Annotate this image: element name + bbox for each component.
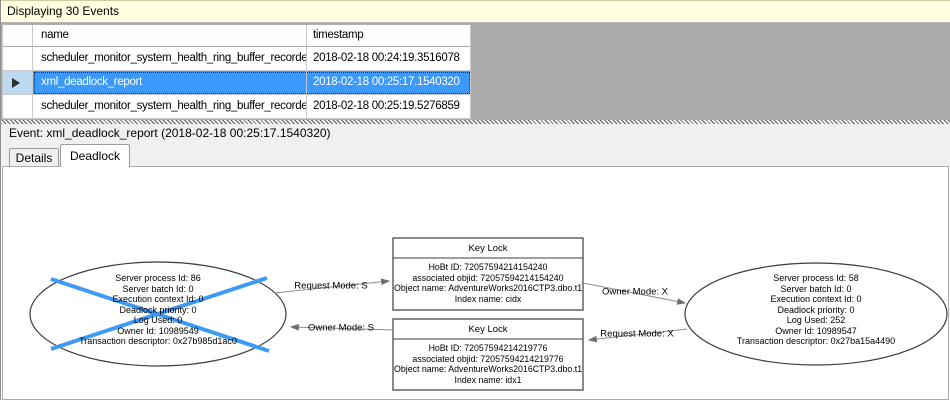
column-header-name[interactable]: name xyxy=(33,25,307,47)
row-selector[interactable] xyxy=(3,71,33,95)
owner-id: Owner Id: 10989547 xyxy=(775,325,857,336)
deadlock-priority: Deadlock priority: 0 xyxy=(119,304,197,315)
deadlock-graph-panel: Server process Id: 86 Server batch Id: 0… xyxy=(2,166,949,400)
deadlock-graph-canvas xyxy=(29,237,948,391)
splitter-handle[interactable] xyxy=(1,120,950,124)
cell-timestamp[interactable]: 2018-02-18 00:24:19.3516078 xyxy=(307,47,471,71)
resource-node-top xyxy=(392,237,584,311)
hobt-id: HoBt ID: 72057594214219776 xyxy=(428,343,548,353)
edge-owner-s xyxy=(289,323,394,331)
index-name: Index name: idx1 xyxy=(454,374,522,385)
victim-cross-icon xyxy=(50,276,268,351)
object-name: Object name: AdventureWorks2016CTP3.dbo.… xyxy=(394,364,583,375)
transaction-descriptor: Transaction descriptor: 0x27b985d1ac0 xyxy=(79,336,237,346)
cell-name[interactable]: scheduler_monitor_system_health_ring_buf… xyxy=(33,95,307,119)
process-node-right xyxy=(684,262,948,366)
grid-corner-cell[interactable] xyxy=(3,25,33,47)
associated-objid: associated objid: 72057594214219776 xyxy=(412,353,564,364)
events-grid-area: name timestamp scheduler_monitor_system_… xyxy=(1,23,950,120)
table-row-selected[interactable]: xml_deadlock_report 2018-02-18 00:25:17.… xyxy=(3,71,471,95)
edge-owner-x xyxy=(582,282,687,305)
tab-strip: Details Deadlock xyxy=(1,142,950,167)
column-header-timestamp[interactable]: timestamp xyxy=(307,25,471,47)
cell-timestamp[interactable]: 2018-02-18 00:25:19.5276859 xyxy=(307,95,471,119)
hobt-id: HoBt ID: 72057594214154240 xyxy=(428,262,548,272)
process-right-details: Server process Id: 58 Server batch Id: 0… xyxy=(686,273,946,347)
log-used: Log Used: 252 xyxy=(786,315,846,325)
server-batch-id: Server batch Id: 0 xyxy=(122,283,194,294)
edge-request-x xyxy=(587,328,688,343)
selected-event-label: Event: xml_deadlock_report (2018-02-18 0… xyxy=(9,126,331,140)
edge-label-request-s: Request Mode: S xyxy=(294,280,368,292)
events-count-header: Displaying 30 Events xyxy=(1,0,950,23)
object-name: Object name: AdventureWorks2016CTP3.dbo.… xyxy=(394,283,583,294)
transaction-descriptor: Transaction descriptor: 0x27ba15a4490 xyxy=(736,336,896,346)
tab-deadlock[interactable]: Deadlock xyxy=(60,144,130,167)
associated-objid: associated objid: 72057594214154240 xyxy=(412,272,564,283)
events-grid: name timestamp scheduler_monitor_system_… xyxy=(2,24,471,119)
edge-label-owner-x: Owner Mode: X xyxy=(602,286,668,298)
cell-timestamp[interactable]: 2018-02-18 00:25:17.1540320 xyxy=(307,71,471,95)
edge-label-request-x: Request Mode: X xyxy=(600,328,674,340)
tab-details[interactable]: Details xyxy=(9,148,59,167)
cell-name[interactable]: xml_deadlock_report xyxy=(33,71,307,95)
server-process-id: Server process Id: 58 xyxy=(773,273,859,283)
execution-context-id: Execution context Id: 0 xyxy=(770,294,862,304)
row-selector[interactable] xyxy=(3,47,33,71)
edge-label-owner-s: Owner Mode: S xyxy=(308,322,374,334)
resource-bottom-details: HoBt ID: 72057594214219776 associated ob… xyxy=(394,343,582,385)
resource-top-details: HoBt ID: 72057594214154240 associated ob… xyxy=(394,262,582,304)
log-used: Log Used: 0 xyxy=(133,315,183,325)
server-batch-id: Server batch Id: 0 xyxy=(780,283,852,294)
table-row[interactable]: scheduler_monitor_system_health_ring_buf… xyxy=(3,95,471,119)
deadlock-priority: Deadlock priority: 0 xyxy=(777,304,855,315)
edge-request-s xyxy=(273,278,391,294)
table-row[interactable]: scheduler_monitor_system_health_ring_buf… xyxy=(3,47,471,71)
owner-id: Owner Id: 10989549 xyxy=(117,325,199,336)
current-row-indicator-icon xyxy=(12,78,20,88)
server-process-id: Server process Id: 86 xyxy=(115,273,201,283)
index-name: Index name: cidx xyxy=(454,293,522,304)
process-left-details: Server process Id: 86 Server batch Id: 0… xyxy=(28,273,288,347)
cell-name[interactable]: scheduler_monitor_system_health_ring_buf… xyxy=(33,47,307,71)
resource-node-bottom xyxy=(392,318,584,391)
execution-context-id: Execution context Id: 0 xyxy=(112,294,204,304)
events-count-label: Displaying 30 Events xyxy=(7,4,120,18)
resource-top-title: Key Lock xyxy=(468,243,508,254)
resource-bottom-title: Key Lock xyxy=(468,324,508,335)
grid-header-row: name timestamp xyxy=(3,25,471,47)
selected-event-caption: Event: xml_deadlock_report (2018-02-18 0… xyxy=(1,124,950,142)
row-selector[interactable] xyxy=(3,95,33,119)
